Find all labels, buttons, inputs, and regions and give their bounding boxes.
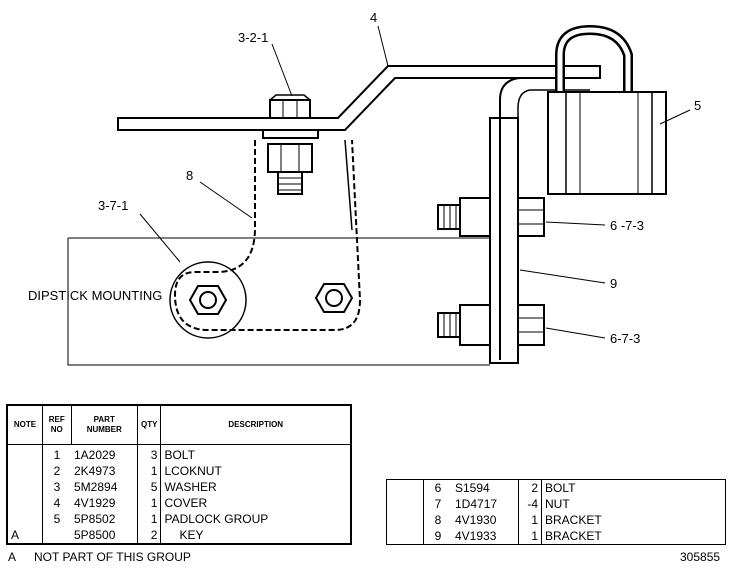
- header-description: DESCRIPTION: [160, 405, 351, 445]
- footnote-mark: A: [8, 550, 17, 564]
- dipstick-mounting-label: DIPSTICK MOUNTING: [28, 288, 162, 303]
- callout-side-bracket: 9: [610, 276, 617, 291]
- callout-cover: 8: [186, 168, 193, 183]
- washer-nut-right: [314, 283, 354, 313]
- callout-top-bracket: 4: [370, 10, 377, 25]
- header-qty: QTY: [137, 405, 162, 445]
- callout-bolt: 3-2-1: [238, 30, 268, 45]
- illustration-number: 305855: [680, 550, 721, 564]
- callout-nut-lower: 6-7-3: [610, 331, 640, 346]
- washer-nut-left: [188, 285, 228, 315]
- parts-diagram: 3-2-1 4 5 8 3-7-1 6 -7-3 9 6-7-3 DIPSTIC…: [28, 10, 701, 366]
- cover-bracket-8: [173, 139, 362, 331]
- callout-padlock: 5: [694, 98, 701, 113]
- dipstick-plate: [67, 238, 490, 366]
- header-note: NOTE: [7, 405, 43, 445]
- padlock-body: [547, 91, 667, 195]
- side-bracket-9: [489, 117, 519, 364]
- bolt-head: [269, 99, 311, 119]
- locknut: [267, 143, 313, 173]
- top-bracket-4: [117, 65, 601, 131]
- callout-nut-upper: 6 -7-3: [610, 218, 644, 233]
- footnote: A NOT PART OF THIS GROUP: [8, 550, 191, 564]
- callout-washer: 3-7-1: [98, 198, 128, 213]
- footnote-text: NOT PART OF THIS GROUP: [34, 550, 191, 564]
